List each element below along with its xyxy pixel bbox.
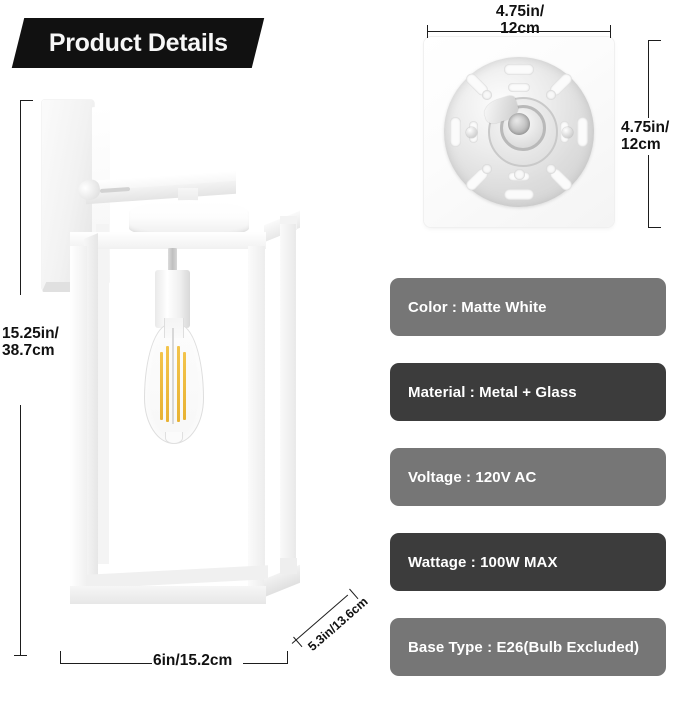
bracket-slot-s bbox=[504, 189, 534, 200]
bracket-screw-right bbox=[562, 127, 573, 138]
bulb-filament-left bbox=[160, 352, 164, 420]
bracket-threaded-hole bbox=[508, 113, 530, 135]
filament-bulb-tip bbox=[165, 432, 183, 444]
plate-width-dimension-line bbox=[427, 31, 611, 32]
plate-width-cap-right bbox=[610, 25, 611, 38]
frame-post-back-right bbox=[280, 224, 296, 564]
frame-post-right-front bbox=[248, 246, 265, 594]
width-dimension-cap-right bbox=[287, 651, 288, 664]
product-illustration bbox=[34, 96, 334, 656]
spec-pill-material: Material : Metal + Glass bbox=[390, 363, 666, 421]
product-details-banner: Product Details bbox=[11, 18, 265, 68]
frame-bottom-rail-right bbox=[280, 558, 297, 574]
height-dimension-line-lower bbox=[20, 405, 21, 655]
spec-pill-voltage: Voltage : 120V AC bbox=[390, 448, 666, 506]
height-dimension-cap-top bbox=[20, 100, 33, 101]
frame-post-back-left bbox=[96, 224, 109, 564]
bulb-filament-mid-right bbox=[177, 346, 181, 422]
bulb-filament-right bbox=[183, 352, 187, 420]
bracket-slot-e bbox=[577, 117, 588, 147]
plate-height-dimension-line-upper bbox=[648, 40, 649, 118]
specification-list: Color : Matte White Material : Metal + G… bbox=[390, 278, 666, 703]
bulb-center-stem bbox=[172, 328, 174, 424]
frame-post-left-front bbox=[70, 246, 87, 594]
filament-bulb-glass bbox=[144, 324, 204, 444]
bracket-inner-slot-n bbox=[508, 83, 530, 92]
spec-pill-base-type: Base Type : E26(Bulb Excluded) bbox=[390, 618, 666, 676]
bracket-hole-sw bbox=[482, 164, 492, 174]
crossbar-bracket-disc bbox=[444, 57, 594, 207]
canopy-neck bbox=[178, 188, 198, 202]
bracket-screw-left bbox=[466, 127, 477, 138]
frame-bottom-rail-front bbox=[70, 586, 266, 604]
plate-width-cap-left bbox=[427, 25, 428, 38]
width-dimension-cap-left bbox=[60, 651, 61, 664]
width-dimension-label: 6in/15.2cm bbox=[153, 652, 233, 669]
width-dimension-line-left bbox=[60, 663, 152, 664]
spec-text-base-type: Base Type : E26(Bulb Excluded) bbox=[408, 638, 640, 656]
frame-top-rail-front bbox=[70, 232, 266, 249]
spec-pill-wattage: Wattage : 100W MAX bbox=[390, 533, 666, 591]
bracket-hole-se bbox=[546, 164, 556, 174]
width-dimension-line-right bbox=[243, 663, 288, 664]
spec-text-voltage: Voltage : 120V AC bbox=[408, 468, 537, 486]
bracket-slot-n bbox=[504, 64, 534, 75]
height-dimension-label: 15.25in/ 38.7cm bbox=[2, 325, 59, 359]
socket-stem bbox=[168, 248, 177, 274]
bracket-hole-center-s bbox=[514, 169, 525, 180]
bracket-hole-ne bbox=[546, 90, 556, 100]
plate-height-cap-top bbox=[648, 40, 661, 41]
mounting-plate-photo bbox=[424, 37, 614, 227]
bracket-slot-w bbox=[450, 117, 461, 147]
spec-pill-color: Color : Matte White bbox=[390, 278, 666, 336]
height-dimension-line-upper bbox=[20, 100, 21, 295]
spec-text-wattage: Wattage : 100W MAX bbox=[408, 553, 558, 571]
banner-title: Product Details bbox=[48, 28, 228, 57]
canopy-disc bbox=[129, 200, 249, 238]
spec-text-material: Material : Metal + Glass bbox=[408, 383, 577, 401]
height-dimension-cap-bottom bbox=[14, 655, 27, 656]
bracket-hole-nw bbox=[482, 90, 492, 100]
bulb-filament-mid-left bbox=[166, 346, 170, 422]
filament-bulb-neck bbox=[164, 318, 184, 338]
plate-height-cap-bottom bbox=[648, 227, 661, 228]
plate-height-label: 4.75in/ 12cm bbox=[621, 119, 670, 153]
spec-text-color: Color : Matte White bbox=[408, 298, 547, 316]
plate-width-label: 4.75in/ 12cm bbox=[495, 3, 545, 37]
plate-height-dimension-line-lower bbox=[648, 155, 649, 227]
